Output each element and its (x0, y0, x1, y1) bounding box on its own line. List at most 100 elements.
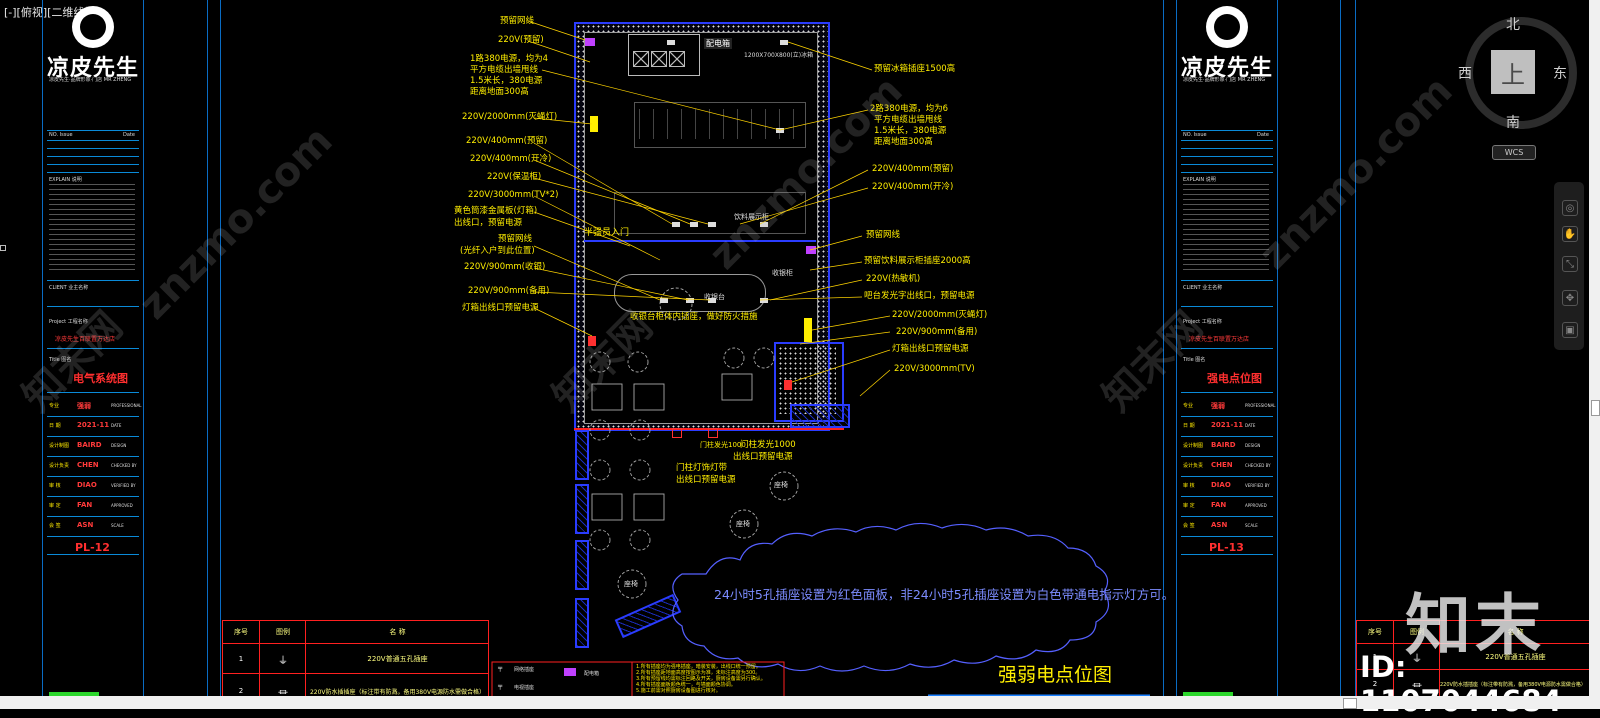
label-lightbox-out: 灯箱出线口预留电源 (462, 303, 539, 313)
divider (1181, 172, 1273, 173)
label-warmer: 220V(保温柜) (487, 172, 542, 182)
label-380r-1: 2路380电源，均为6 (870, 104, 949, 114)
chair (629, 529, 651, 551)
chair (589, 459, 611, 481)
leader (527, 40, 591, 63)
pan-icon[interactable]: ✋ (1562, 226, 1578, 242)
round-table (617, 569, 647, 599)
legend-header-no: 序号 (1368, 628, 1382, 636)
viewcube-top-face[interactable]: 上 (1491, 50, 1535, 94)
sheet-border (220, 0, 221, 696)
equipment-icon (651, 51, 667, 67)
label-fly-lamp: 220V/2000mm(灭蝇灯) (462, 112, 558, 122)
notes-legend-item: 配电箱 (584, 671, 600, 677)
table (591, 493, 623, 521)
revision-cloud (672, 522, 1110, 672)
wcs-menu-button[interactable]: WCS (1492, 145, 1536, 160)
brand-watermark-logo: 知末 (1405, 587, 1545, 664)
network-outlet-icon (585, 38, 595, 46)
floor-plan: 配电箱 1200X700X800(立)冰箱 饮料展示柜 半强员入门 收银台 收银… (574, 22, 844, 431)
row-value: 2021-11 (1211, 421, 1244, 429)
notes-text: 1.所有插座均为强电插座，暗装安装，出线口统一预留。 2.所有插座距地面高度按图… (636, 664, 766, 694)
compass-west[interactable]: 西 (1458, 66, 1472, 82)
round-table (659, 287, 693, 321)
table-group (589, 287, 799, 599)
divider (47, 306, 139, 307)
brand-name: 凉皮先生 (1181, 56, 1274, 81)
outlet-symbol-icon: ⏚ (1393, 644, 1440, 670)
horizontal-scroll-thumb[interactable] (1343, 698, 1357, 709)
row-sub: VERIFIED BY (111, 483, 136, 488)
row-key: 设计制图 (1183, 443, 1204, 449)
storefront-line (574, 428, 844, 430)
row-key: 会 签 (1183, 523, 1195, 529)
row-sub: CHECKED BY (1245, 463, 1271, 468)
fridge-note: 1200X700X800(立)冰箱 (744, 52, 814, 59)
date-label: Date (1257, 132, 1269, 138)
leader (787, 41, 873, 71)
leader (799, 331, 891, 345)
legend-header-name: 名 称 (305, 621, 489, 643)
row-sub: APPROVED (111, 503, 133, 508)
leader (769, 279, 863, 301)
status-bar (49, 692, 99, 696)
orbit-icon[interactable]: ✥ (1562, 290, 1578, 306)
viewcube-ring[interactable] (1465, 17, 1577, 129)
vertical-scrollbar[interactable] (1589, 0, 1600, 709)
label-cashier: 220V/900mm(收银) (464, 262, 546, 272)
label-fly-lamp-r: 220V/2000mm(灭蝇灯) (892, 310, 988, 320)
label-lightbox-1: 黄色筒漆金属板(灯箱) (454, 206, 538, 216)
row-key: 审 核 (49, 483, 61, 489)
network-outlet-icon: ╤ (498, 664, 503, 672)
leader (541, 69, 781, 131)
outlet-icon (780, 40, 788, 45)
divider (47, 140, 139, 141)
row-value: BAIRD (77, 441, 102, 449)
project-label: Project 工程名称 (49, 319, 88, 325)
brand-logo-face (80, 14, 106, 40)
entrance-step (790, 404, 850, 428)
divider (47, 554, 139, 555)
row-value: FAN (77, 501, 93, 509)
row-sub: DATE (1245, 423, 1256, 428)
divider (1181, 306, 1273, 307)
tv-outlet-icon: ╤ (498, 682, 503, 690)
title-label: Title 图名 (49, 357, 72, 363)
outdoor-wall (575, 484, 589, 534)
steering-wheel-icon[interactable]: ◎ (1562, 200, 1578, 216)
door-lamp-label: 门柱发光1000 (740, 440, 796, 450)
outlet-icon (672, 222, 680, 227)
round-table (769, 471, 799, 501)
label-network-r: 预留网线 (866, 230, 901, 240)
legend-header-name: 名 称 (1439, 621, 1591, 643)
vertical-scroll-thumb[interactable] (1591, 400, 1600, 416)
leader-lines-right (739, 41, 891, 397)
showmotion-icon[interactable]: ▣ (1562, 322, 1578, 338)
leader (533, 195, 661, 261)
fly-lamp-icon (590, 116, 598, 132)
chair (753, 347, 775, 369)
label-lightbox-r: 灯箱出线口预留电源 (892, 344, 969, 354)
divider (1181, 164, 1273, 165)
legend-header-symbol: 图例 (1393, 621, 1440, 643)
horizontal-scrollbar[interactable] (0, 696, 1589, 709)
row-key: 日 期 (1183, 423, 1195, 429)
legend-table: 序号 图例 名 称 1 ⏚ 220V普通五孔插座 2 ⏛ 220V防水插插座（标… (222, 620, 489, 708)
leader (739, 187, 869, 225)
compass-east[interactable]: 东 (1553, 66, 1567, 82)
compass-north[interactable]: 北 (1506, 17, 1520, 33)
row-value: BAIRD (1211, 441, 1236, 449)
outlet-icon (690, 222, 698, 227)
zoom-icon[interactable]: ⤡ (1562, 256, 1578, 272)
leader (533, 291, 711, 301)
compass-south[interactable]: 南 (1506, 115, 1520, 131)
row-value: 强弱 (77, 402, 91, 410)
no-issue-label: NO. Issue (49, 132, 73, 138)
label-spare-r: 220V/900mm(备用) (896, 327, 978, 337)
outlet-icon (760, 222, 768, 227)
